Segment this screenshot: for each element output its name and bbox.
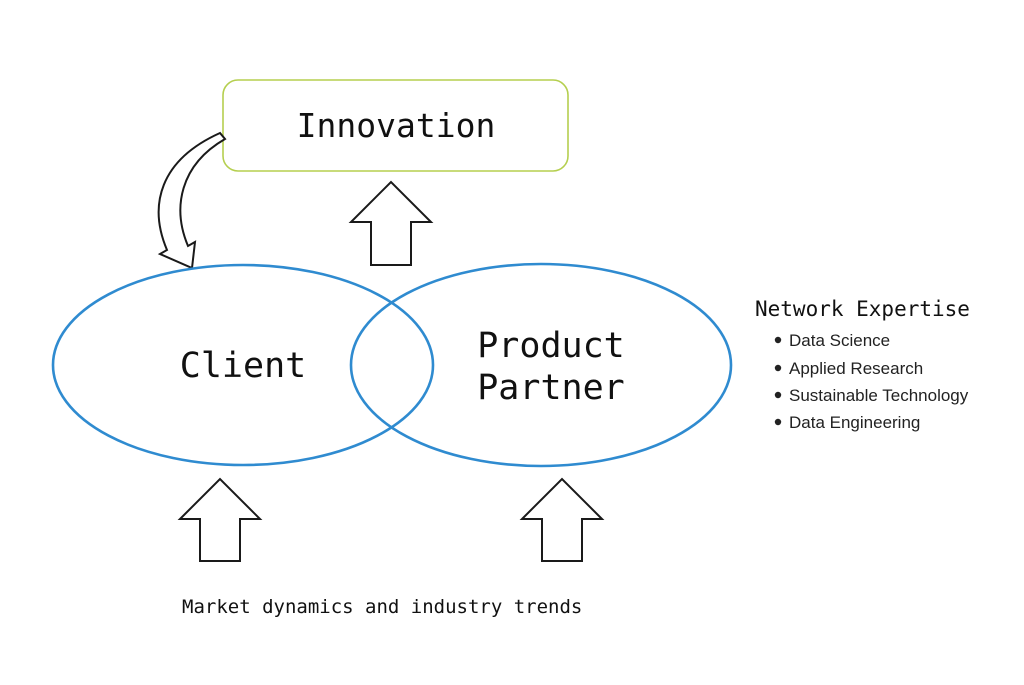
expertise-item: Data Science <box>789 331 890 350</box>
network-expertise-title: Network Expertise <box>755 297 970 321</box>
feedback-curved-arrow <box>157 131 227 270</box>
product-partner-label-line1: Product <box>477 326 625 366</box>
up-arrow-to-product-partner <box>519 477 605 562</box>
product-partner-label-line2: Partner <box>477 368 625 408</box>
expertise-item: Applied Research <box>789 359 923 378</box>
up-arrow-to-client <box>177 477 263 562</box>
innovation-node: Innovation <box>222 79 569 172</box>
bullet-icon <box>774 418 782 426</box>
up-arrow-to-innovation <box>348 180 434 266</box>
client-ellipse <box>51 263 435 467</box>
innovation-label: Innovation <box>297 106 496 145</box>
network-expertise-panel: Network Expertise Data Science Applied R… <box>755 297 970 432</box>
bullet-icon <box>774 391 782 399</box>
client-label: Client <box>180 346 306 386</box>
bullet-icon <box>774 336 782 344</box>
expertise-item: Data Engineering <box>789 413 920 432</box>
expertise-item: Sustainable Technology <box>789 386 969 405</box>
product-partner-ellipse <box>349 262 733 468</box>
market-trends-caption: Market dynamics and industry trends <box>182 596 582 618</box>
innovation-box <box>222 79 569 172</box>
bullet-icon <box>774 364 782 372</box>
